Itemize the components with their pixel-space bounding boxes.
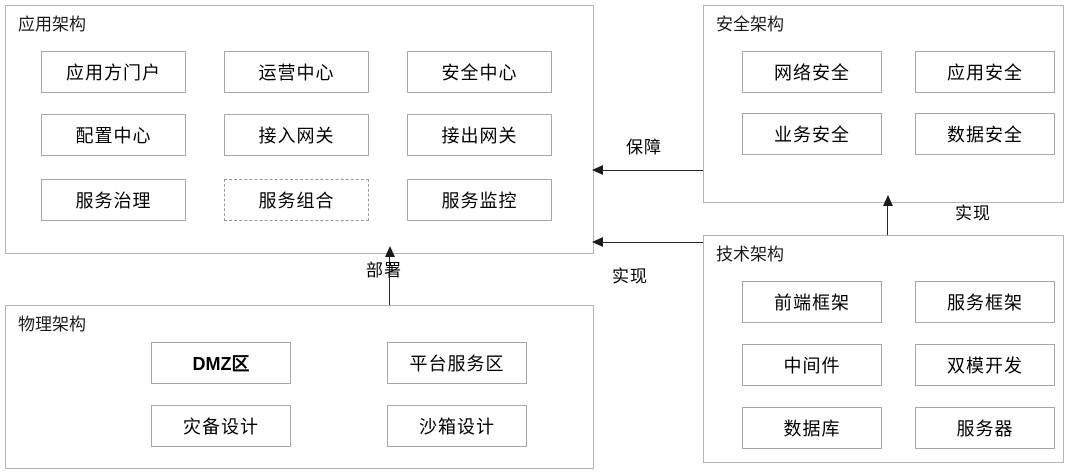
node-config-center[interactable]: 配置中心 — [41, 114, 186, 156]
panel-application-architecture[interactable]: 应用架构 应用方门户 运营中心 安全中心 配置中心 接入网关 接出网关 服务治理… — [5, 5, 594, 254]
node-middleware[interactable]: 中间件 — [742, 344, 882, 386]
node-service-framework[interactable]: 服务框架 — [915, 281, 1055, 323]
panel-title-application: 应用架构 — [18, 15, 86, 34]
panel-physical-architecture[interactable]: 物理架构 DMZ区 平台服务区 灾备设计 沙箱设计 — [5, 305, 594, 469]
node-application-security[interactable]: 应用安全 — [915, 51, 1055, 93]
panel-security-architecture[interactable]: 安全架构 网络安全 应用安全 业务安全 数据安全 — [703, 5, 1064, 203]
arrow-head-security-to-app — [592, 165, 603, 175]
node-ingress-gateway[interactable]: 接入网关 — [224, 114, 369, 156]
node-service-monitoring[interactable]: 服务监控 — [407, 179, 552, 221]
node-platform-service-zone[interactable]: 平台服务区 — [387, 342, 527, 384]
node-security-center[interactable]: 安全中心 — [407, 51, 552, 93]
node-operation-center[interactable]: 运营中心 — [224, 51, 369, 93]
node-sandbox-design[interactable]: 沙箱设计 — [387, 405, 527, 447]
connector-line-technical-to-app — [600, 242, 703, 243]
connector-label-technical-to-app: 实现 — [612, 267, 648, 286]
node-server[interactable]: 服务器 — [915, 407, 1055, 449]
node-dmz-zone[interactable]: DMZ区 — [151, 342, 291, 384]
node-service-composition[interactable]: 服务组合 — [224, 179, 369, 221]
node-frontend-framework[interactable]: 前端框架 — [742, 281, 882, 323]
arrow-head-physical-to-app — [385, 246, 395, 257]
arrow-head-technical-to-security — [883, 195, 893, 206]
connector-line-security-to-app — [600, 170, 703, 171]
node-business-security[interactable]: 业务安全 — [742, 113, 882, 155]
panel-title-security: 安全架构 — [716, 15, 784, 34]
node-disaster-recovery-design[interactable]: 灾备设计 — [151, 405, 291, 447]
arrow-head-technical-to-app — [592, 237, 603, 247]
connector-line-technical-to-security — [887, 203, 888, 235]
connector-label-security-to-app: 保障 — [626, 138, 662, 157]
node-egress-gateway[interactable]: 接出网关 — [407, 114, 552, 156]
node-dual-mode-development[interactable]: 双模开发 — [915, 344, 1055, 386]
connector-label-physical-to-app: 部署 — [366, 261, 402, 280]
node-data-security[interactable]: 数据安全 — [915, 113, 1055, 155]
node-database[interactable]: 数据库 — [742, 407, 882, 449]
panel-title-physical: 物理架构 — [18, 315, 86, 334]
node-application-portal[interactable]: 应用方门户 — [41, 51, 186, 93]
panel-technical-architecture[interactable]: 技术架构 前端框架 服务框架 中间件 双模开发 数据库 服务器 — [703, 235, 1064, 463]
node-service-governance[interactable]: 服务治理 — [41, 179, 186, 221]
connector-line-physical-to-app — [389, 254, 390, 305]
node-network-security[interactable]: 网络安全 — [742, 51, 882, 93]
panel-title-technical: 技术架构 — [716, 245, 784, 264]
connector-label-technical-to-security: 实现 — [955, 204, 991, 223]
